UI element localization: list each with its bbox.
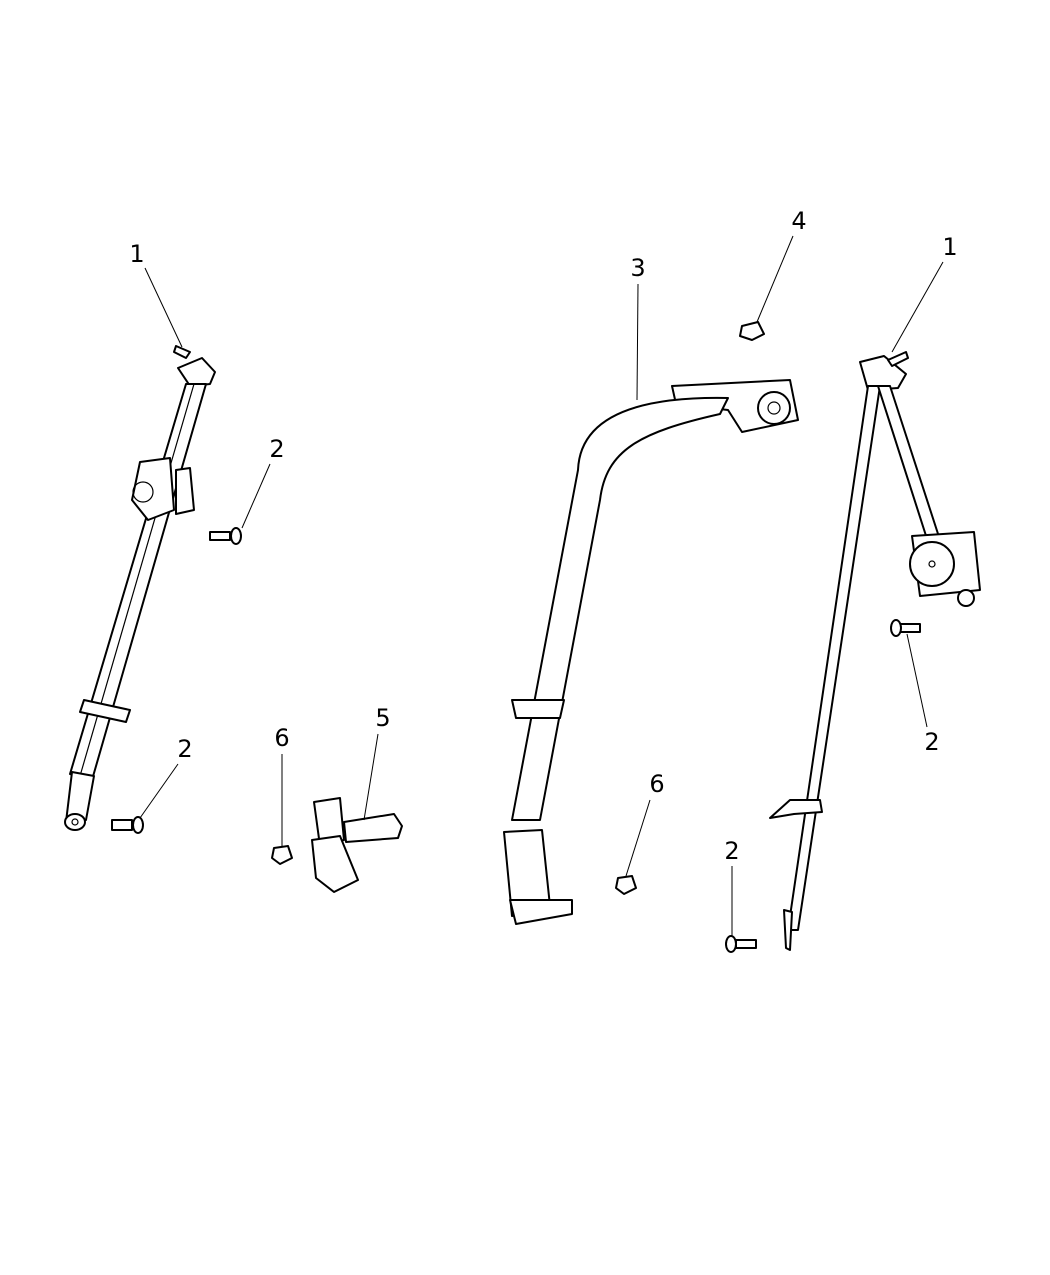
buckle-part-5	[311, 797, 403, 893]
callout-5: 5	[375, 704, 391, 732]
callout-1-left: 1	[129, 240, 145, 268]
callout-1-right: 1	[942, 233, 958, 261]
nut-part-6	[271, 845, 637, 895]
callout-3: 3	[630, 254, 646, 282]
callout-4: 4	[791, 207, 807, 235]
center-seat-belt-part-3	[503, 379, 799, 925]
leader-lines	[139, 235, 944, 936]
left-seat-belt-assembly	[64, 345, 216, 831]
callout-2-lower-left: 2	[177, 735, 193, 763]
nut-part-4	[739, 321, 765, 341]
bolt-part-2	[111, 527, 921, 953]
callout-2-center: 2	[724, 837, 740, 865]
callout-6-left: 6	[274, 724, 290, 752]
callout-6-center: 6	[649, 770, 665, 798]
right-seat-belt-assembly	[769, 351, 981, 951]
callout-2-upper-left: 2	[269, 435, 285, 463]
callout-2-right: 2	[924, 728, 940, 756]
